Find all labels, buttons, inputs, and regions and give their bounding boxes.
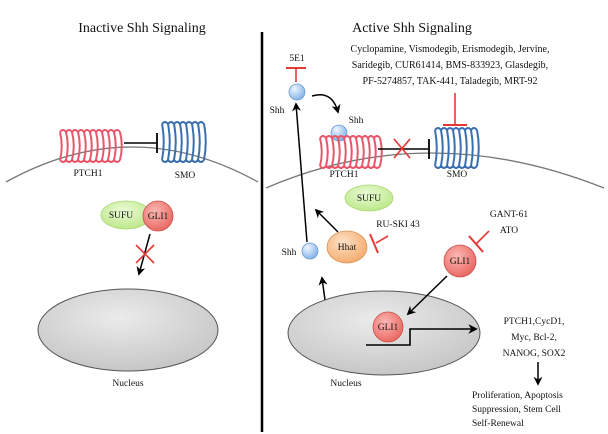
active-release-cross-b (393, 138, 411, 159)
active-gli1-nucleus (372, 311, 404, 343)
active-gli1-cytoplasm-label: GLI1 (450, 257, 471, 267)
inactive-block-cross-b (135, 244, 155, 264)
outcome-line-2: Suppression, Stem Cell (472, 405, 561, 415)
active-cell-membrane (265, 152, 605, 189)
inactive-smo-label: SMO (175, 171, 196, 181)
gli-inhibitor-bar (468, 235, 484, 253)
produced-shh-label: Shh (282, 248, 297, 258)
smo-inhibitor-line-1: Cyclopamine, Vismodegib, Erismodegib, Je… (351, 44, 550, 55)
inactive-title: Inactive Shh Signaling (78, 21, 206, 36)
produced-shh (301, 242, 319, 260)
smo-inhibitor-line-3: PF-5274857, TAK-441, Taladegib, MRT-92 (363, 76, 538, 87)
secreted-shh-top (288, 83, 306, 101)
gli-inhibitor-line (475, 230, 490, 245)
inactive-smo-receptor (161, 121, 207, 163)
bound-shh-label: Shh (349, 116, 364, 126)
active-nucleus-label: Nucleus (330, 379, 361, 389)
inactive-nucleus-label: Nucleus (112, 379, 143, 389)
shh-secretion-arrow (292, 102, 308, 243)
hhat-to-shh-arrow (314, 208, 339, 233)
active-smo-label: SMO (447, 170, 468, 180)
antibody-5e1-label: 5E1 (289, 54, 305, 64)
target-genes-line-1: PTCH1,CycD1, (504, 317, 565, 327)
active-title: Active Shh Signaling (352, 21, 472, 36)
inactive-cell-membrane (5, 146, 259, 183)
target-genes-line-2: Myc, Bcl-2, (511, 333, 557, 343)
hhat-inhibitor-label: RU-SKI 43 (376, 220, 420, 230)
smo-inhibitor-line-2: Saridegib, CUR61414, BMS-833923, Glasdeg… (352, 60, 548, 71)
inactive-ptch1-label: PTCH1 (73, 169, 102, 179)
hhat-label: Hhat (338, 243, 357, 253)
shh-binding-arrow (311, 94, 341, 114)
inactive-gli1-label: GLI1 (148, 212, 169, 222)
active-smo-receptor (434, 127, 480, 169)
active-gli1-cytoplasm (443, 244, 477, 278)
active-sufu-label: SUFU (357, 194, 381, 204)
gli-inhibitor-ato: ATO (500, 226, 518, 236)
inactive-ptch1-receptor (59, 129, 123, 163)
target-genes-line-3: NANOG, SOX2 (503, 349, 566, 359)
nucleus-to-hhat-arrow (318, 276, 328, 301)
inactive-nucleus (37, 288, 219, 372)
active-ptch1-label: PTCH1 (329, 170, 358, 180)
hhat-enzyme (326, 230, 368, 264)
active-ptch1-receptor (319, 135, 383, 169)
active-sufu (344, 184, 394, 212)
secreted-shh-top-label: Shh (270, 106, 285, 116)
gli1-nuclear-translocation-arrow (406, 275, 448, 316)
inactive-sufu-label: SUFU (109, 211, 133, 221)
outcome-line-3: Self-Renewal (472, 418, 524, 429)
active-gli1-nucleus-label: GLI1 (378, 323, 399, 333)
hhat-inhibitor-bar (369, 233, 379, 254)
inactive-gli1 (142, 200, 174, 232)
hhat-inhibitor-line (375, 235, 389, 244)
outcome-line-1: Proliferation, Apoptosis (472, 390, 563, 401)
gene-transcription-line (366, 324, 478, 346)
gli-inhibitor-gant61: GANT-61 (490, 210, 528, 220)
